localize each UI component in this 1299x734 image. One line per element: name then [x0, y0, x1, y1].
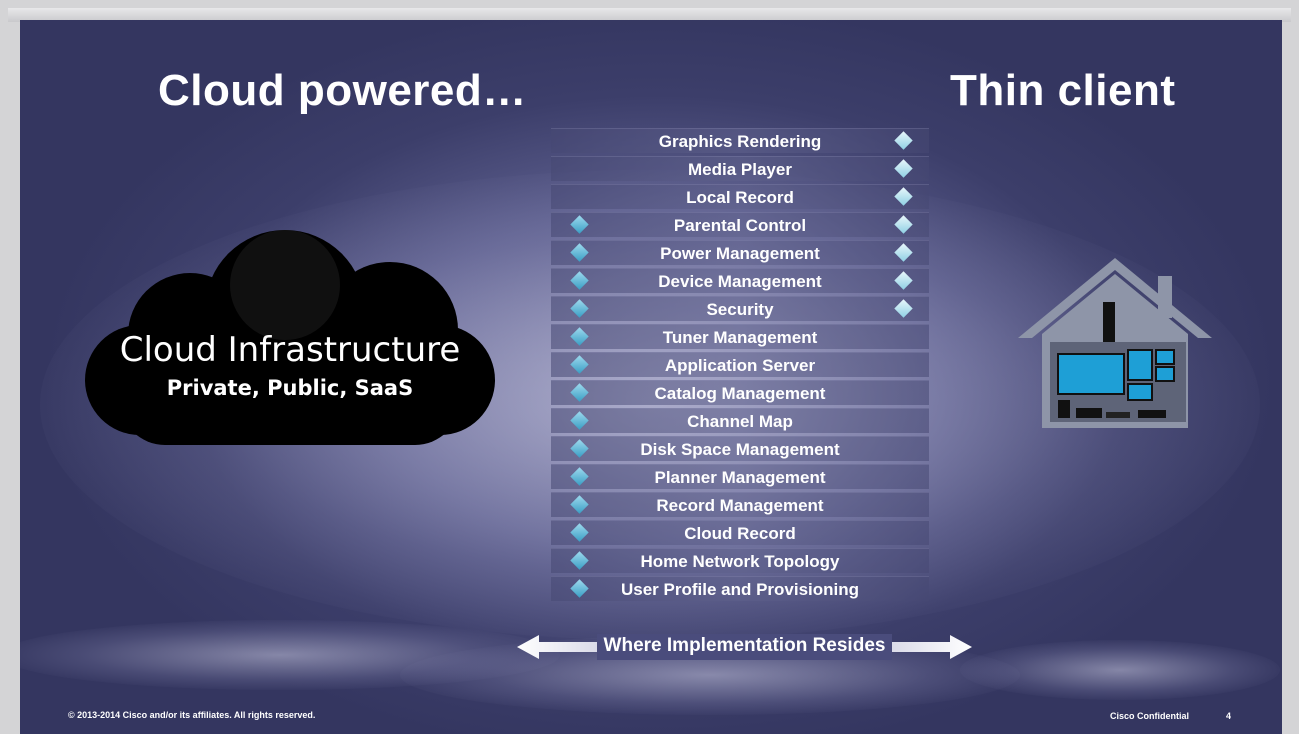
- feature-label: Application Server: [664, 356, 816, 375]
- feature-row: User Profile and Provisioning: [551, 576, 929, 601]
- feature-row: Planner Management: [551, 464, 929, 489]
- feature-label: Graphics Rendering: [658, 132, 822, 151]
- feature-row: Cloud Record: [551, 520, 929, 545]
- feature-label: Security: [706, 300, 774, 319]
- feature-row: Parental Control: [551, 212, 929, 237]
- arrow-label: Where Implementation Resides: [603, 635, 886, 656]
- feature-row: Home Network Topology: [551, 548, 929, 573]
- feature-label: User Profile and Provisioning: [620, 580, 860, 599]
- feature-label: Media Player: [688, 160, 792, 179]
- feature-row: Device Management: [551, 268, 929, 293]
- feature-row: Power Management: [551, 240, 929, 265]
- copyright-text: © 2013-2014 Cisco and/or its affiliates.…: [68, 710, 316, 720]
- feature-row: Disk Space Management: [551, 436, 929, 461]
- feature-label: Device Management: [658, 272, 822, 291]
- feature-label: Channel Map: [687, 412, 793, 431]
- feature-row: Record Management: [551, 492, 929, 517]
- title-thin-client: Thin client: [950, 66, 1176, 115]
- feature-row: Application Server: [551, 352, 929, 377]
- feature-label: Record Management: [656, 496, 824, 515]
- feature-label: Catalog Management: [654, 384, 826, 403]
- house-icon: [1018, 258, 1212, 428]
- page-number: 4: [1226, 711, 1232, 721]
- feature-row: Security: [551, 296, 929, 321]
- feature-row: Local Record: [551, 184, 929, 209]
- floor-glow-right: [960, 640, 1280, 700]
- feature-label: Home Network Topology: [640, 552, 840, 571]
- feature-row: Channel Map: [551, 408, 929, 433]
- title-cloud-powered: Cloud powered…: [158, 66, 527, 115]
- double-arrow-icon: [517, 634, 972, 660]
- feature-row: Media Player: [551, 156, 929, 181]
- feature-row: Catalog Management: [551, 380, 929, 405]
- feature-label: Power Management: [660, 244, 820, 263]
- cloud-infrastructure-subtitle: Private, Public, SaaS: [166, 376, 414, 400]
- feature-label: Local Record: [686, 188, 794, 207]
- feature-row: Graphics Rendering: [551, 128, 929, 153]
- feature-row: Tuner Management: [551, 324, 929, 349]
- feature-label: Cloud Record: [684, 524, 796, 543]
- slide-frame-top: [8, 8, 1291, 22]
- feature-label: Parental Control: [673, 216, 807, 235]
- cloud-infrastructure-title: Cloud Infrastructure: [119, 330, 461, 370]
- implementation-arrow: Where Implementation Resides: [517, 632, 972, 662]
- presentation-slide: Cloud powered… Thin client Cloud Infrast…: [20, 20, 1282, 734]
- feature-label: Planner Management: [654, 468, 826, 487]
- feature-label: Tuner Management: [662, 328, 818, 347]
- feature-label: Disk Space Management: [640, 440, 840, 459]
- cloud-icon: [85, 230, 495, 445]
- confidential-label: Cisco Confidential: [1110, 711, 1190, 721]
